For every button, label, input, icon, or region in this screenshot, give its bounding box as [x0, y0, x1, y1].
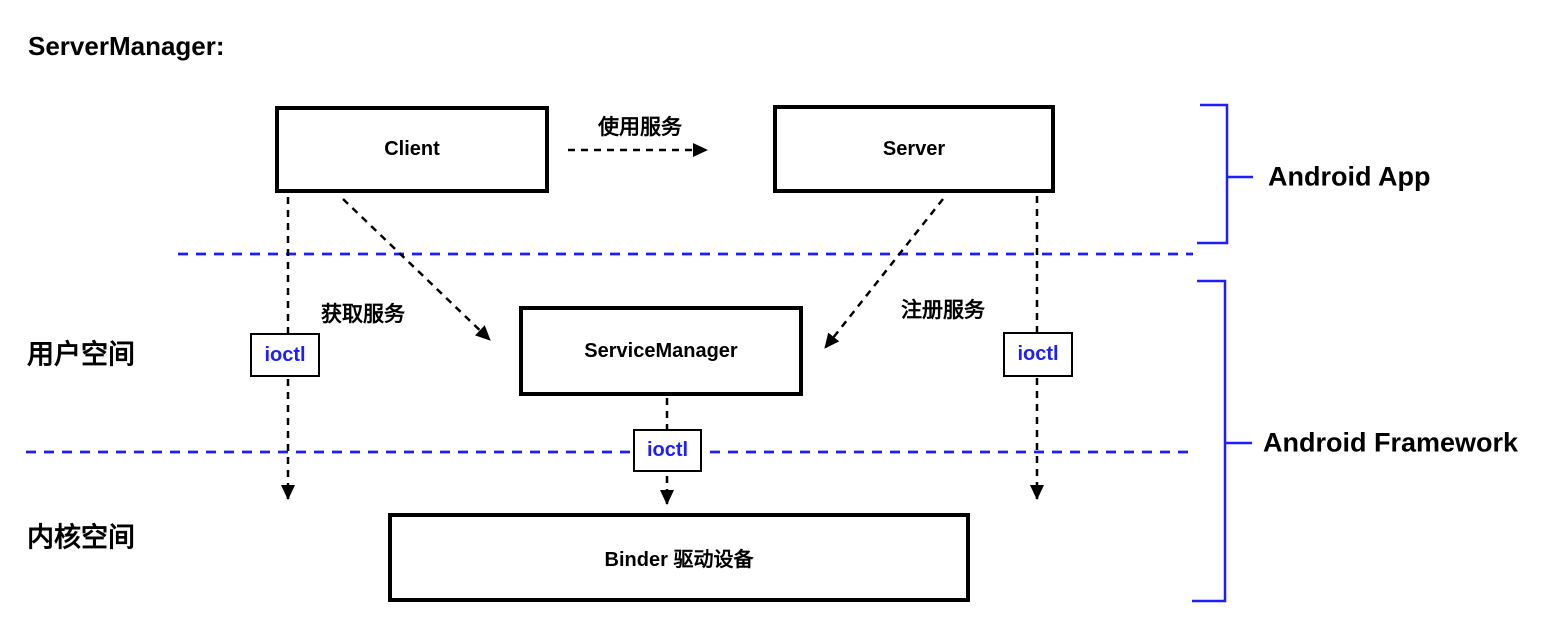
- binder-driver-box: Binder 驱动设备: [388, 513, 970, 602]
- register-service-label: 注册服务: [901, 299, 985, 322]
- ioctl-badge-middle: ioctl: [633, 429, 702, 472]
- server-to-servicemanager-arrow: [824, 198, 944, 349]
- android-app-bracket: [1197, 103, 1253, 245]
- user-space-label: 用户空间: [27, 339, 135, 370]
- ioctl-badge-left: ioctl: [250, 333, 320, 377]
- android-framework-bracket: [1192, 279, 1252, 603]
- client-box: Client: [275, 106, 549, 193]
- page-title: ServerManager:: [28, 31, 225, 61]
- use-service-label: 使用服务: [598, 116, 682, 139]
- android-app-label: Android App: [1268, 161, 1431, 192]
- server-box: Server: [773, 105, 1055, 193]
- android-framework-label: Android Framework: [1263, 427, 1519, 458]
- client-to-servicemanager-arrow: [342, 198, 491, 341]
- get-service-label: 获取服务: [321, 303, 405, 326]
- kernel-space-label: 内核空间: [27, 522, 135, 553]
- servicemanager-box: ServiceManager: [519, 306, 803, 396]
- ioctl-badge-right: ioctl: [1003, 332, 1073, 377]
